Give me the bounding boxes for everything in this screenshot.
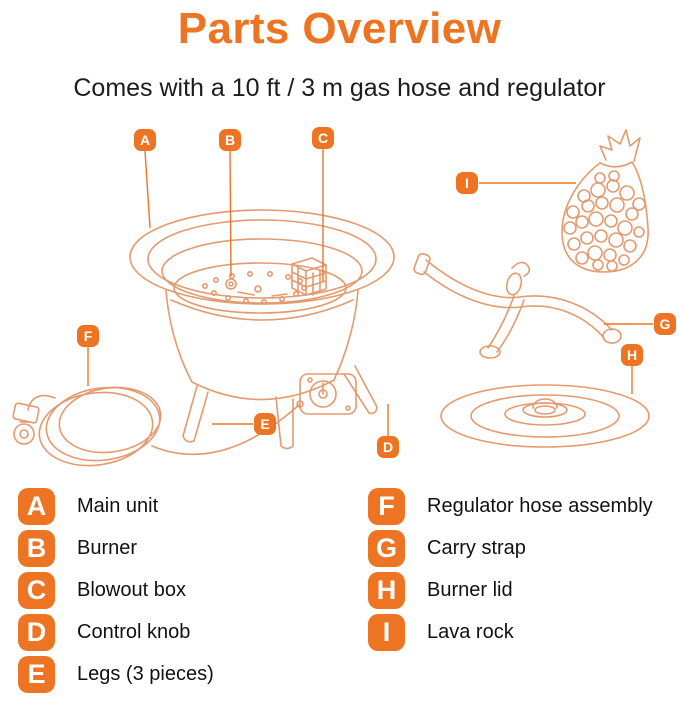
callout-badge-f: F bbox=[77, 325, 99, 347]
page-title: Parts Overview bbox=[177, 4, 502, 53]
burner-lid-illustration bbox=[440, 384, 650, 448]
legend-item-legs: E Legs (3 pieces) bbox=[18, 655, 214, 693]
callout-badge-h: H bbox=[621, 344, 643, 366]
legend-badge-g: G bbox=[368, 529, 405, 567]
legend-badge-c: C bbox=[18, 571, 55, 609]
legend-item-main-unit: A Main unit bbox=[18, 487, 158, 525]
legend-badge-f: F bbox=[368, 487, 405, 525]
legend-badge-d: D bbox=[18, 613, 55, 651]
legend-badge-h: H bbox=[368, 571, 405, 609]
lava-rock-bag-illustration bbox=[561, 129, 649, 273]
callout-badge-e: E bbox=[254, 413, 276, 435]
legend-label: Main unit bbox=[77, 494, 159, 517]
callout-badge-c: C bbox=[312, 127, 334, 149]
legend-badge-i: I bbox=[368, 613, 405, 651]
legend-label: Carry strap bbox=[427, 536, 526, 559]
callout-badge-d: D bbox=[377, 436, 399, 458]
legend-badge-b: B bbox=[18, 529, 55, 567]
legend-item-burner: B Burner bbox=[18, 529, 137, 567]
callout-badge-i: I bbox=[456, 172, 478, 194]
callout-badge-b: B bbox=[219, 129, 241, 151]
legend-item-lava-rock: I Lava rock bbox=[368, 613, 514, 651]
legend-badge-e: E bbox=[18, 655, 55, 693]
legend-item-carry-strap: G Carry strap bbox=[368, 529, 526, 567]
legend-label: Control knob bbox=[77, 620, 191, 643]
legend-label: Regulator hose assembly bbox=[427, 494, 653, 517]
legend-item-blowout-box: C Blowout box bbox=[18, 571, 186, 609]
legend-label: Lava rock bbox=[427, 620, 514, 643]
legend-label: Burner lid bbox=[427, 578, 513, 601]
legend-item-control-knob: D Control knob bbox=[18, 613, 190, 651]
parts-legend: A Main unit B Burner C Blowout box D Con… bbox=[0, 487, 679, 697]
leader-lines bbox=[87, 149, 653, 436]
legend-label: Legs (3 pieces) bbox=[77, 662, 214, 685]
callout-badge-a: A bbox=[134, 129, 156, 151]
legend-badge-a: A bbox=[18, 487, 55, 525]
legend-item-burner-lid: H Burner lid bbox=[368, 571, 513, 609]
callout-badge-g: G bbox=[654, 313, 676, 335]
carry-strap-illustration bbox=[413, 252, 622, 359]
legend-item-regulator-hose: F Regulator hose assembly bbox=[368, 487, 653, 525]
page-subtitle: Comes with a 10 ft / 3 m gas hose and re… bbox=[73, 74, 606, 102]
legend-label: Burner bbox=[77, 536, 138, 559]
legend-label: Blowout box bbox=[77, 578, 186, 601]
